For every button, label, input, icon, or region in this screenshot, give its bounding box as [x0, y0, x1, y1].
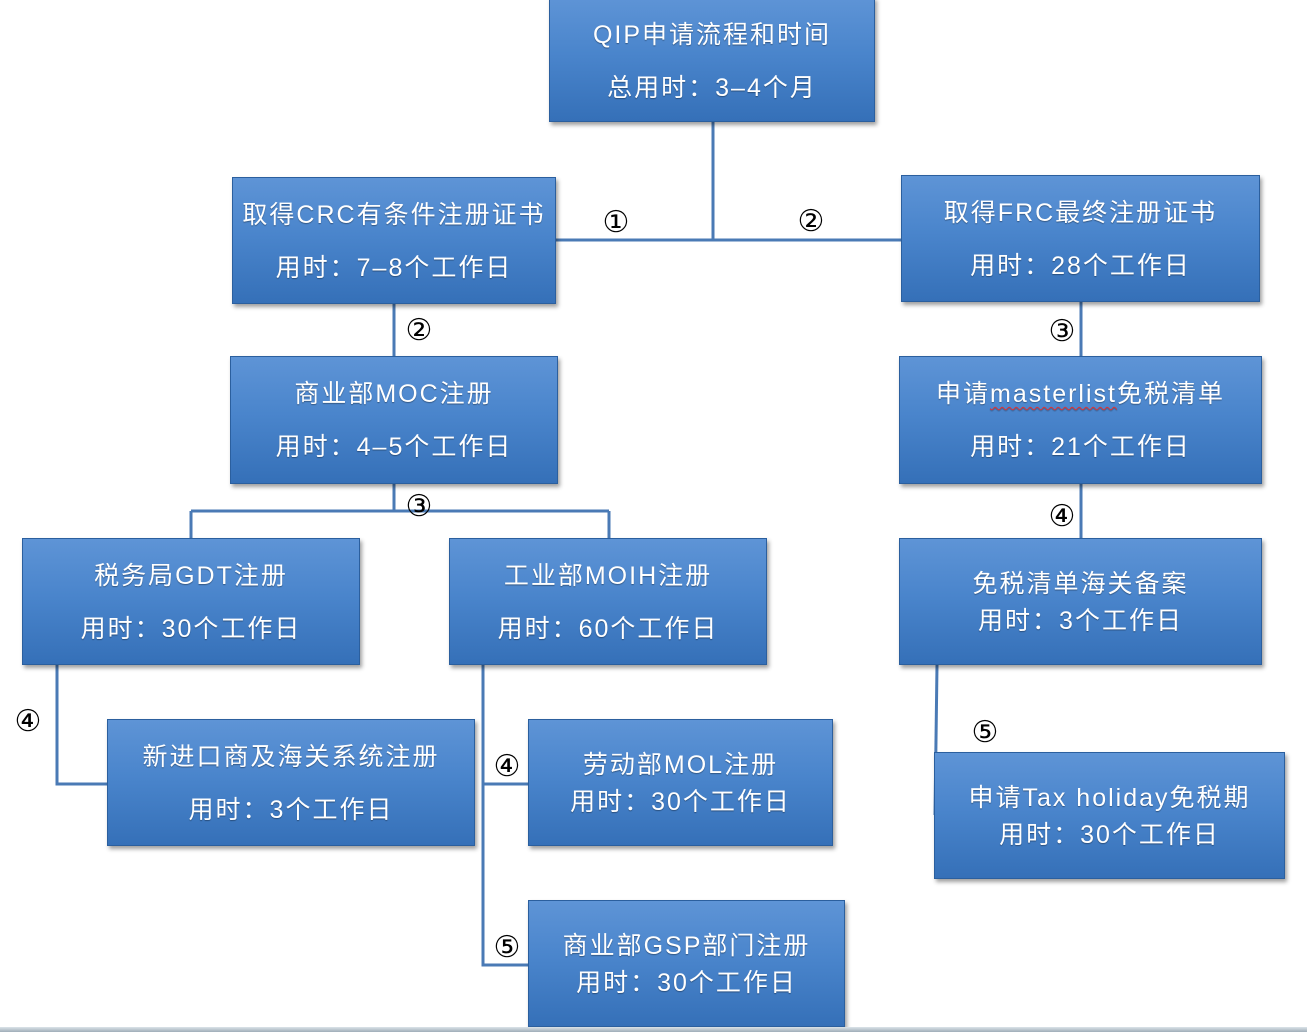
- step-marker: ⑤: [971, 715, 999, 750]
- node-mol-registration: 劳动部MOL注册 用时：30个工作日: [528, 719, 833, 846]
- connector-line: [481, 665, 528, 967]
- node-duration: 用时：21个工作日: [970, 433, 1191, 461]
- connector-line: [55, 665, 107, 786]
- node-title: 工业部MOIH注册: [503, 562, 713, 590]
- node-title: 申请Tax holiday免税期: [968, 784, 1251, 812]
- step-marker: ①: [602, 205, 630, 240]
- step-marker: ③: [1048, 314, 1076, 349]
- node-title: 新进口商及海关系统注册: [142, 743, 440, 771]
- node-frc-certificate: 取得FRC最终注册证书 用时：28个工作日: [901, 175, 1260, 302]
- node-moc-registration: 商业部MOC注册 用时：4–5个工作日: [230, 356, 558, 484]
- slide-bottom-edge: [0, 1027, 1307, 1032]
- node-title-part: 免税清单: [1116, 380, 1225, 408]
- node-title: 劳动部MOL注册: [582, 751, 779, 779]
- step-marker: ②: [405, 313, 433, 348]
- node-title: 商业部GSP部门注册: [562, 932, 811, 960]
- node-title: QIP申请流程和时间: [592, 21, 832, 49]
- node-masterlist: 申请masterlist免税清单 用时：21个工作日: [899, 356, 1262, 484]
- node-title: 取得FRC最终注册证书: [943, 199, 1218, 227]
- step-marker: ④: [1048, 499, 1076, 534]
- node-title: 申请masterlist免税清单: [900, 378, 1261, 410]
- node-duration: 用时：30个工作日: [570, 788, 791, 816]
- node-duration: 用时：3个工作日: [978, 607, 1183, 635]
- node-duration: 用时：28个工作日: [970, 252, 1191, 280]
- step-marker: ⑤: [493, 930, 521, 965]
- step-marker: ④: [493, 749, 521, 784]
- step-marker: ③: [405, 489, 433, 524]
- node-title: 取得CRC有条件注册证书: [242, 201, 546, 229]
- node-duration: 用时：60个工作日: [497, 615, 719, 643]
- node-importer-registration: 新进口商及海关系统注册 用时：3个工作日: [107, 719, 475, 846]
- node-duration: 用时：30个工作日: [999, 821, 1220, 849]
- node-duration: 用时：30个工作日: [80, 615, 302, 643]
- node-title-part: masterlist: [990, 380, 1117, 408]
- node-title-part: 申请: [936, 380, 991, 408]
- step-marker: ②: [797, 204, 825, 239]
- node-gdt-registration: 税务局GDT注册 用时：30个工作日: [22, 538, 360, 665]
- node-duration: 用时：7–8个工作日: [275, 254, 513, 282]
- node-gsp-registration: 商业部GSP部门注册 用时：30个工作日: [528, 900, 845, 1027]
- node-title: 免税清单海关备案: [972, 570, 1189, 598]
- node-duration: 用时：4–5个工作日: [275, 433, 513, 461]
- node-duration: 用时：3个工作日: [188, 796, 394, 824]
- node-moih-registration: 工业部MOIH注册 用时：60个工作日: [449, 538, 767, 665]
- node-duration: 用时：30个工作日: [576, 969, 797, 997]
- step-marker: ④: [14, 704, 42, 739]
- node-tax-holiday: 申请Tax holiday免税期 用时：30个工作日: [934, 752, 1285, 879]
- node-qip-overview: QIP申请流程和时间 总用时：3–4个月: [549, 0, 875, 122]
- node-customs-filing: 免税清单海关备案 用时：3个工作日: [899, 538, 1262, 665]
- node-crc-certificate: 取得CRC有条件注册证书 用时：7–8个工作日: [232, 177, 556, 304]
- node-title: 商业部MOC注册: [294, 380, 494, 408]
- node-duration: 总用时：3–4个月: [607, 74, 817, 102]
- node-title: 税务局GDT注册: [94, 562, 288, 590]
